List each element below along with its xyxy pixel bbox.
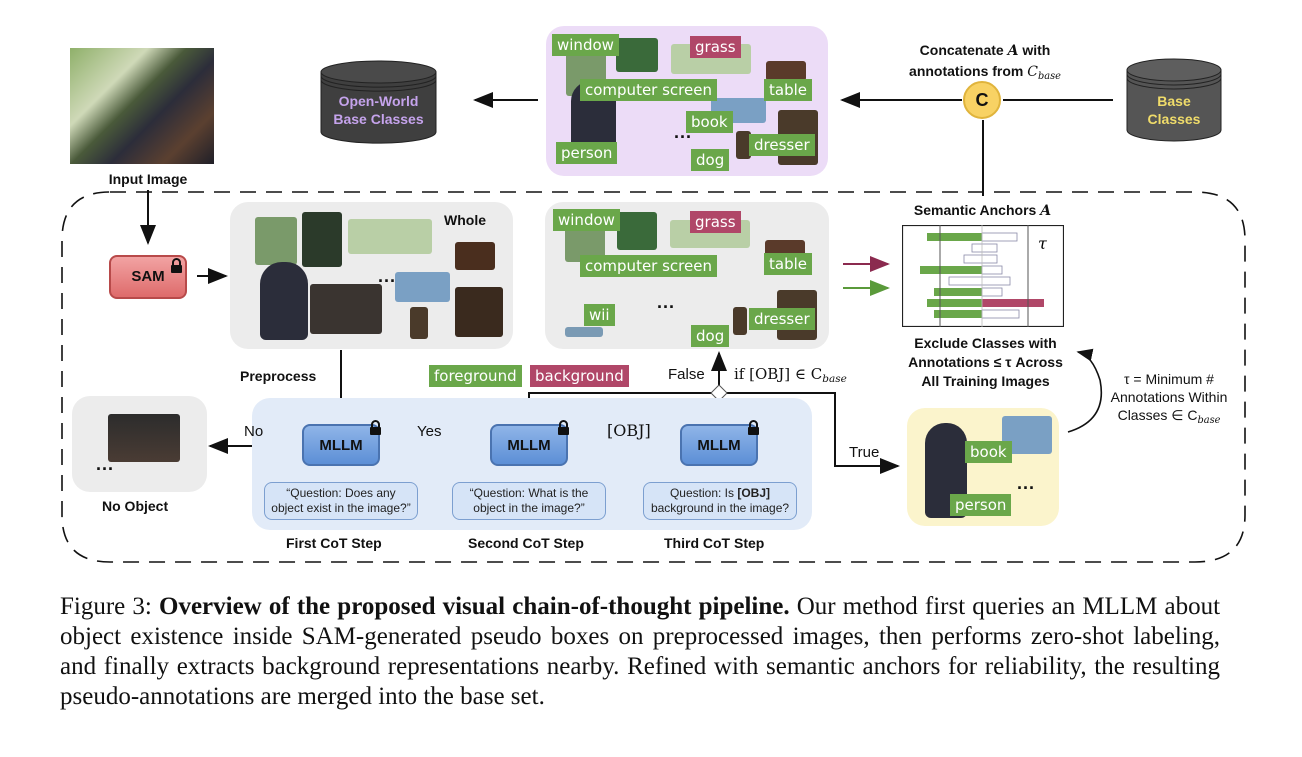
condition-label: if [OBJ] ∈ Cbase <box>734 365 847 386</box>
figure-caption: Figure 3: Overview of the proposed visua… <box>60 593 1221 710</box>
tau-symbol: τ <box>1038 234 1048 253</box>
concat-node: C <box>963 81 1001 119</box>
tag-dog: dog <box>691 149 730 171</box>
tag-window: window <box>552 34 619 56</box>
tag-person: person <box>556 142 618 164</box>
tag-computer-screen: computer screen <box>580 79 717 101</box>
semantic-anchors-chart: τ <box>902 225 1064 327</box>
tag-person: person <box>950 494 1012 516</box>
lock-icon <box>748 420 759 435</box>
mllm-step1: MLLM <box>302 420 381 466</box>
true-result-panel: ... <box>907 408 1059 526</box>
anchor-bar-outline <box>971 243 998 253</box>
anchor-bar-fg <box>927 299 982 307</box>
step2-title: Second CoT Step <box>468 535 584 551</box>
tag-book: book <box>686 111 733 133</box>
input-image <box>70 48 214 164</box>
no-object-panel: ... <box>72 396 207 492</box>
dashed-region <box>61 191 1246 563</box>
anchor-bar-fg <box>934 310 982 318</box>
legend-foreground: foreground <box>429 365 522 387</box>
arrow-tau-def <box>1067 348 1102 433</box>
whole-label: Whole <box>444 212 486 228</box>
obj-label: [OBJ] <box>607 421 651 440</box>
lock-icon <box>171 258 182 273</box>
anchor-bar-outline <box>948 276 1011 286</box>
step1-title: First CoT Step <box>286 535 382 551</box>
tag-computer-screen: computer screen <box>580 255 717 277</box>
semantic-anchors-title: Semantic Anchors A <box>913 202 1052 219</box>
no-object-label: No Object <box>102 498 169 514</box>
tag-dresser: dresser <box>749 134 815 156</box>
legend-background: background <box>530 365 629 387</box>
question-step1: “Question: Does any object exist in the … <box>264 482 418 520</box>
anchor-bar-fg <box>927 233 982 241</box>
question-step3: Question: Is [OBJ] background in the ima… <box>643 482 797 520</box>
concat-label: Concatenate A with annotations from Cbas… <box>909 42 1061 82</box>
tag-grass: grass <box>690 36 741 58</box>
preprocess-label: Preprocess <box>240 368 317 384</box>
exclude-label: Exclude Classes with Annotations ≤ τ Acr… <box>908 335 1063 389</box>
tag-window: window <box>553 209 620 231</box>
input-image-label: Input Image <box>108 171 188 187</box>
yes-label: Yes <box>417 423 442 440</box>
anchor-bar-fg <box>920 266 982 274</box>
whole-panel: ... Whole <box>230 202 513 349</box>
lock-icon <box>558 420 569 435</box>
false-label: False <box>668 366 705 383</box>
tag-book: book <box>965 441 1012 463</box>
tag-dresser: dresser <box>749 308 815 330</box>
tag-wii: wii <box>584 304 615 326</box>
mllm-step3: MLLM <box>680 420 759 466</box>
anchor-bar-outline <box>963 254 998 264</box>
tau-definition: τ = Minimum # Annotations Within Classes… <box>1110 371 1228 426</box>
step3-title: Third CoT Step <box>664 535 765 551</box>
sam-model: SAM <box>109 255 187 299</box>
no-label: No <box>244 423 264 440</box>
tag-dog: dog <box>691 325 730 347</box>
anchor-bar-bg <box>982 299 1044 307</box>
tag-table: table <box>764 253 812 275</box>
true-label: True <box>849 444 880 461</box>
tag-grass: grass <box>690 211 741 233</box>
mllm-step2: MLLM <box>490 420 569 466</box>
lock-icon <box>370 420 381 435</box>
question-step2: “Question: What is the object in the ima… <box>452 482 606 520</box>
tag-table: table <box>764 79 812 101</box>
anchor-bar-fg <box>934 288 982 296</box>
